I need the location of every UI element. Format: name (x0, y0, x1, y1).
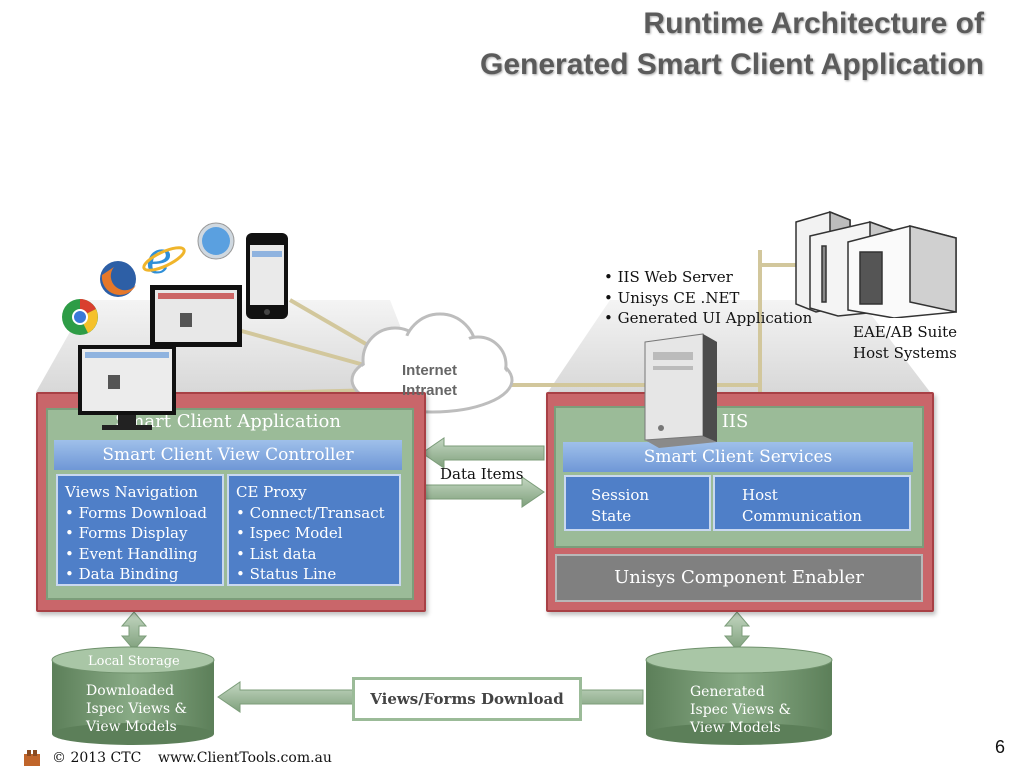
local-storage-line: Ispec Views & (86, 701, 187, 717)
view-controller-header: Smart Client View Controller (54, 440, 402, 470)
client-left-item: • Data Binding (65, 565, 179, 583)
local-storage-cylinder (51, 646, 215, 745)
component-enabler: Unisys Component Enabler (555, 554, 923, 602)
safari-icon (197, 222, 235, 260)
host-systems-label: EAE/AB Suite Host Systems (853, 322, 957, 363)
iis-label: IIS (721, 411, 749, 432)
server-perspective-shape (548, 300, 930, 392)
host-communication-panel: Host Communication (713, 475, 911, 531)
ie-icon: e (142, 233, 186, 284)
generated-storage-line: View Models (690, 720, 781, 736)
chrome-icon (62, 299, 98, 335)
session-line: Session (591, 486, 650, 504)
client-left-panel: Views Navigation • Forms Download • Form… (56, 474, 224, 586)
client-right-item: • List data (236, 544, 317, 563)
host-line: Host (742, 486, 778, 504)
server-bullet: • Generated UI Application (604, 309, 813, 327)
session-state-panel: Session State (564, 475, 711, 531)
generated-storage-text: Generated Ispec Views & View Models (690, 683, 791, 737)
page-title-line1: Runtime Architecture of (643, 7, 984, 40)
cloud-line: Intranet (402, 382, 458, 399)
host-systems-icon (795, 210, 957, 318)
client-left-item: • Forms Download (65, 503, 208, 522)
client-left-item: • Forms Display (65, 524, 188, 542)
host-line: Communication (742, 506, 862, 525)
local-storage-line: Downloaded (86, 683, 175, 699)
footer-copyright: © 2013 CTC (52, 750, 142, 766)
session-line: State (591, 506, 632, 525)
local-storage-text: Downloaded Ispec Views & View Models (86, 682, 187, 736)
generated-storage-line: Ispec Views & (690, 702, 791, 718)
client-left-item: Views Navigation (65, 483, 198, 501)
monitor-icon (78, 345, 176, 430)
smartphone-icon (246, 233, 288, 319)
ctc-logo-icon (24, 750, 40, 766)
footer-url[interactable]: www.ClientTools.com.au (158, 750, 332, 766)
server-bullet: • IIS Web Server (604, 268, 733, 286)
client-devices: e (62, 222, 288, 430)
client-left-item: • Event Handling (65, 544, 198, 563)
host-systems-line: Host Systems (853, 343, 957, 362)
server-tower-icon (644, 333, 717, 448)
arrow-server-storage (723, 611, 751, 651)
arrow-client-storage (120, 611, 148, 651)
services-header: Smart Client Services (563, 442, 913, 472)
client-right-item: CE Proxy (236, 483, 307, 501)
data-items-label: Data Items (440, 465, 524, 483)
page-number: 6 (995, 737, 1006, 757)
page-title-line2: Generated Smart Client Application (480, 48, 984, 81)
host-systems-line: EAE/AB Suite (853, 323, 958, 341)
local-storage-label: Local Storage (88, 654, 180, 669)
cloud-label: Internet Intranet (402, 361, 457, 401)
firefox-icon (100, 261, 136, 297)
generated-storage-cylinder (645, 646, 833, 745)
client-right-item: • Status Line (236, 565, 337, 583)
client-right-item: • Ispec Model (236, 524, 343, 542)
server-bullet: • Unisys CE .NET (604, 288, 740, 307)
arrow-left-data (421, 437, 545, 469)
client-right-item: • Connect/Transact (236, 503, 385, 522)
generated-storage-line: Generated (690, 684, 765, 700)
tablet-icon (150, 285, 242, 347)
cloud-line: Internet (402, 362, 458, 379)
views-forms-download-label: Views/Forms Download (352, 677, 582, 721)
server-bullets: • IIS Web Server • Unisys CE .NET • Gene… (604, 267, 812, 329)
client-right-panel: CE Proxy • Connect/Transact • Ispec Mode… (227, 474, 401, 586)
local-storage-line: View Models (86, 719, 177, 735)
client-app-label: Smart Client Application (115, 411, 341, 432)
